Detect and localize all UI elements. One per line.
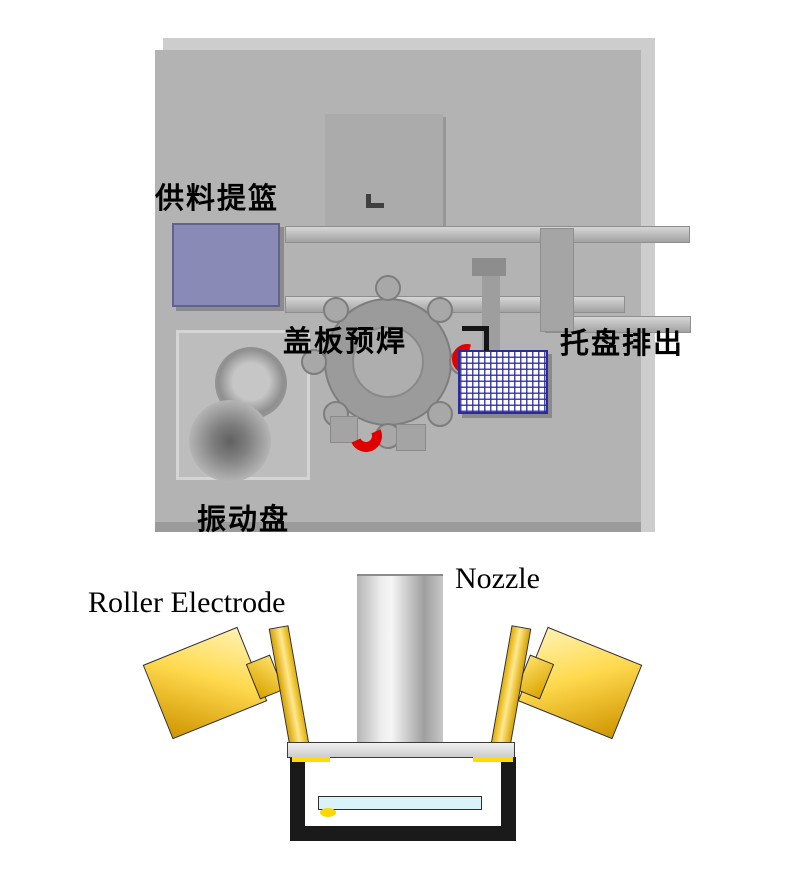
weld-seam-left <box>292 757 330 762</box>
tray-discharge-label: 托盘排出 <box>560 328 685 360</box>
rotary-station <box>323 297 349 323</box>
workpiece-substrate <box>318 796 482 810</box>
conveyor-rail-upper <box>285 226 690 243</box>
vibration-bowl-lower <box>189 400 271 482</box>
nozzle-label: Nozzle <box>455 562 540 595</box>
conveyor-junction-block <box>540 228 574 332</box>
roller-electrode-label: Roller Electrode <box>88 586 286 619</box>
nozzle-cylinder <box>357 574 443 746</box>
machine-top-unit-detail <box>366 194 384 208</box>
weld-seam-right <box>473 757 513 762</box>
transfer-arm-head <box>472 258 506 276</box>
machine-top-unit <box>325 114 443 232</box>
rotary-station <box>375 275 401 301</box>
station-block-left <box>330 416 358 443</box>
pointer-bracket <box>462 326 489 351</box>
rotary-station <box>427 297 453 323</box>
solder-dot <box>320 808 336 817</box>
cover-plate <box>287 742 515 758</box>
rotary-table-hub <box>352 326 424 398</box>
feed-basket-block <box>172 223 280 307</box>
vibration-bowl-label: 振动盘 <box>197 504 291 536</box>
feed-basket-label: 供料提篮 <box>155 183 280 215</box>
station-block-right <box>396 424 426 451</box>
rotary-station <box>301 349 327 375</box>
rotary-station <box>427 401 453 427</box>
cover-preweld-label: 盖板预焊 <box>283 326 408 358</box>
tray-grid <box>458 350 548 414</box>
roller-electrode-left-body <box>142 626 268 740</box>
